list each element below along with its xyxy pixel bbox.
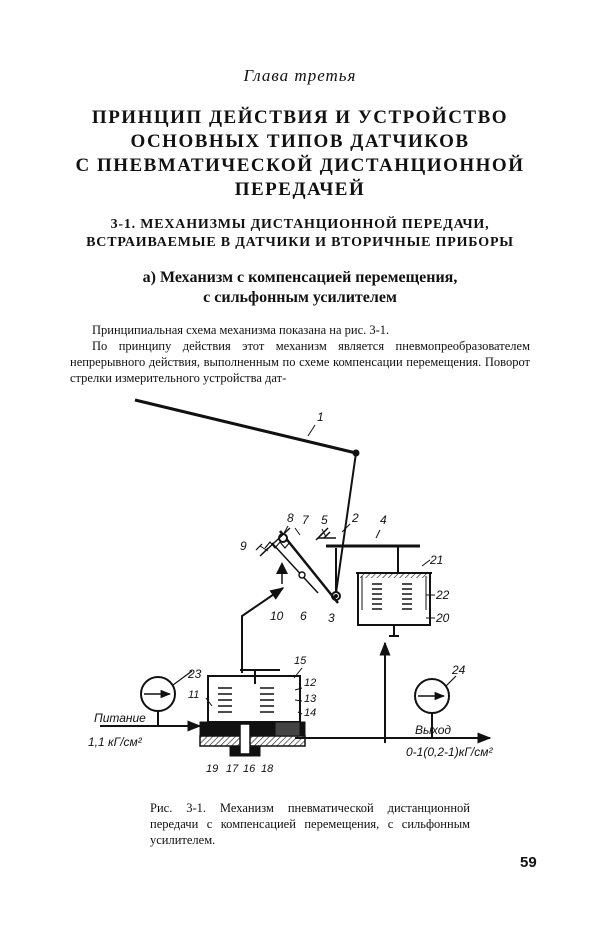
leader-lines bbox=[205, 424, 435, 715]
label-19: 19 bbox=[206, 763, 218, 775]
paragraph: Принципиальная схема механизма показана … bbox=[92, 323, 390, 337]
label-23: 23 bbox=[187, 667, 202, 681]
label-21: 21 bbox=[429, 553, 443, 567]
section-line: 3-1. МЕХАНИЗМЫ ДИСТАНЦИОННОЙ ПЕРЕДАЧИ, bbox=[110, 217, 490, 232]
body-text: Принципиальная схема механизма показана … bbox=[70, 322, 530, 386]
subsection-line: а) Механизм с компенсацией перемещения, bbox=[142, 269, 458, 286]
label-22: 22 bbox=[435, 588, 450, 602]
gauge-icon bbox=[140, 670, 193, 726]
label-8: 8 bbox=[287, 511, 294, 525]
chapter-title: ПРИНЦИП ДЕЙСТВИЯ И УСТРОЙСТВО ОСНОВНЫХ Т… bbox=[0, 106, 600, 202]
label-3: 3 bbox=[328, 611, 335, 625]
label-6: 6 bbox=[300, 609, 307, 623]
gauge-icon bbox=[414, 675, 457, 738]
label-11: 11 bbox=[188, 689, 199, 701]
label-9: 9 bbox=[240, 539, 247, 553]
label-1: 1 bbox=[317, 410, 324, 424]
label-17: 17 bbox=[226, 763, 239, 775]
label-20: 20 bbox=[435, 611, 450, 625]
schematic-diagram: 1 2 3 4 5 6 7 8 9 10 11 12 13 14 15 16 1… bbox=[88, 398, 493, 775]
label-5: 5 bbox=[321, 513, 328, 527]
section-line: ВСТРАИВАЕМЫЕ В ДАТЧИКИ И ВТОРИЧНЫЕ ПРИБО… bbox=[86, 235, 514, 250]
label-18: 18 bbox=[261, 763, 274, 775]
label-24: 24 bbox=[451, 663, 466, 677]
label-4: 4 bbox=[380, 513, 387, 527]
compensation-bellows bbox=[356, 572, 432, 637]
label-7: 7 bbox=[302, 513, 310, 527]
signal-lines bbox=[100, 587, 492, 744]
label-15: 15 bbox=[294, 655, 307, 667]
label-12: 12 bbox=[304, 677, 316, 689]
chapter-heading: Глава третья bbox=[243, 66, 357, 85]
label-14: 14 bbox=[304, 707, 316, 719]
output-range: 0-1(0,2-1)кГ/см² bbox=[406, 745, 493, 759]
pointer-arm bbox=[134, 398, 360, 594]
label-10: 10 bbox=[270, 609, 284, 623]
supply-label: Питание bbox=[94, 711, 146, 725]
title-line: С ПНЕВМАТИЧЕСКОЙ ДИСТАНЦИОННОЙ bbox=[75, 155, 525, 176]
output-label: Выход bbox=[415, 723, 451, 737]
subsection-line: с сильфонным усилителем bbox=[203, 289, 397, 306]
figure-schematic: 1 2 3 4 5 6 7 8 9 10 11 12 13 14 15 16 1… bbox=[80, 388, 530, 788]
title-line: ПЕРЕДАЧЕЙ bbox=[234, 179, 366, 200]
paragraph: По принципу действия этот механизм являе… bbox=[70, 339, 530, 385]
caption-text: Рис. 3-1. Механизм пневматической дистан… bbox=[150, 801, 470, 847]
label-16: 16 bbox=[243, 763, 256, 775]
label-2: 2 bbox=[351, 511, 359, 525]
supply-pressure: 1,1 кГ/см² bbox=[88, 735, 143, 749]
title-line: ПРИНЦИП ДЕЙСТВИЯ И УСТРОЙСТВО bbox=[91, 107, 509, 128]
bellows-amplifier bbox=[199, 669, 306, 757]
page-number: 59 bbox=[520, 854, 537, 871]
part-labels: 1 2 3 4 5 6 7 8 9 10 11 12 13 14 15 16 1… bbox=[88, 410, 493, 775]
section-heading: 3-1. МЕХАНИЗМЫ ДИСТАНЦИОННОЙ ПЕРЕДАЧИ, В… bbox=[0, 216, 600, 252]
title-line: ОСНОВНЫХ ТИПОВ ДАТЧИКОВ bbox=[130, 131, 470, 152]
figure-caption: Рис. 3-1. Механизм пневматической дистан… bbox=[150, 800, 470, 848]
subsection-heading: а) Механизм с компенсацией перемещения, … bbox=[0, 268, 600, 308]
label-13: 13 bbox=[304, 693, 317, 705]
flapper-nozzle bbox=[255, 527, 339, 604]
